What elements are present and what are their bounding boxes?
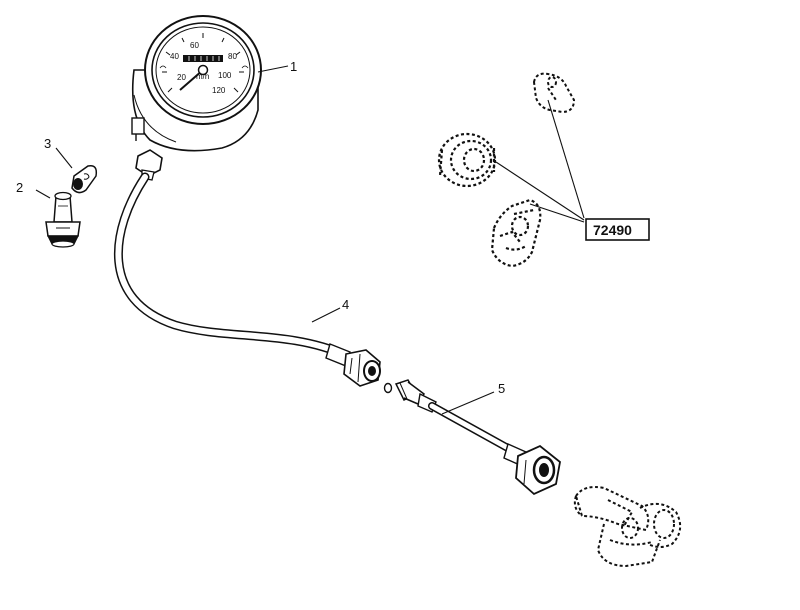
dial-mark-60: 60 xyxy=(190,41,199,50)
cable-inner xyxy=(383,379,561,496)
reference-number: 72490 xyxy=(593,222,632,238)
leader-lines xyxy=(35,65,585,415)
odometer-window xyxy=(183,55,223,62)
cable-outer xyxy=(113,149,381,387)
needle-hub xyxy=(197,64,209,76)
callout-1: 1 xyxy=(290,59,297,74)
gearbox-drive-outline xyxy=(573,486,682,568)
callout-5: 5 xyxy=(498,381,505,396)
callout-3: 3 xyxy=(44,136,51,151)
bulb-holder xyxy=(45,191,81,248)
dial-mark-40: 40 xyxy=(170,52,179,61)
bulb xyxy=(71,164,98,194)
washer-part xyxy=(437,132,497,188)
reference-box: 72490 xyxy=(585,218,650,241)
callout-2: 2 xyxy=(16,180,23,195)
callout-4: 4 xyxy=(342,297,349,312)
dial-unit: m/h xyxy=(196,72,209,81)
dial-mark-20: 20 xyxy=(177,73,186,82)
clip-part xyxy=(532,72,576,114)
dial-ticks xyxy=(162,33,244,93)
driven-gear-part xyxy=(490,198,542,268)
speedometer: 20 40 60 80 100 120 m/h xyxy=(131,15,262,152)
dial-mark-80: 80 xyxy=(228,52,237,61)
dial-mark-100: 100 xyxy=(218,71,232,80)
dial-mark-120: 120 xyxy=(212,86,226,95)
